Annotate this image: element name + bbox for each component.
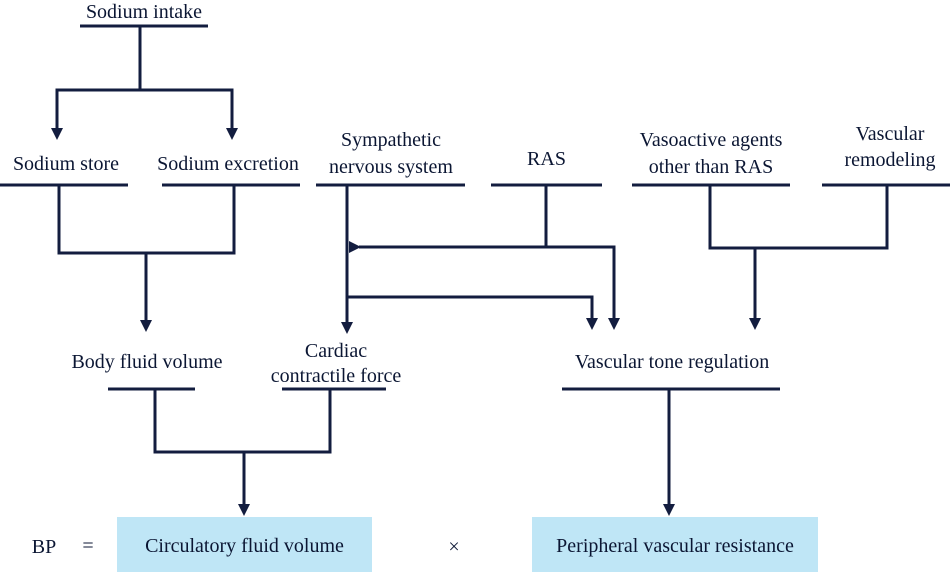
node-sympathetic-line2: nervous system — [329, 156, 453, 178]
node-vasoactive-line2: other than RAS — [648, 156, 774, 178]
equation-bp: BP — [31, 536, 57, 558]
arrow-to-peripheral-resistance — [663, 504, 675, 516]
node-vasoactive-line1: Vasoactive agents — [639, 129, 783, 151]
equation-times: × — [448, 536, 460, 558]
node-remodeling-line1: Vascular — [855, 123, 925, 145]
equation-equals: = — [82, 535, 94, 557]
circulatory-fluid-volume-label: Circulatory fluid volume — [145, 535, 344, 557]
node-remodeling-line2: remodeling — [844, 149, 936, 171]
node-sodium-intake: Sodium intake — [85, 1, 203, 23]
node-sympathetic-line1: Sympathetic — [341, 129, 441, 151]
node-vascular-tone-regulation: Vascular tone regulation — [574, 351, 770, 373]
ras-to-sympathetic-connector — [359, 245, 616, 320]
volume-merge-connector — [153, 389, 332, 454]
arrow-ras-to-vascular-tone — [608, 318, 620, 330]
arrow-to-sodium-excretion — [226, 128, 238, 140]
sodium-split-connector — [55, 88, 234, 130]
arrow-to-circulatory-fluid-volume — [238, 504, 250, 516]
vasoactive-merge-connector — [708, 185, 889, 250]
arrow-sympathetic-to-vascular-tone — [586, 318, 598, 330]
arrow-to-sodium-store — [51, 128, 63, 140]
node-body-fluid-volume: Body fluid volume — [71, 351, 223, 373]
node-cardiac-line2: contractile force — [270, 365, 402, 387]
node-sodium-store: Sodium store — [12, 153, 120, 175]
arrow-to-body-fluid-volume — [140, 320, 152, 332]
peripheral-vascular-resistance-label: Peripheral vascular resistance — [556, 535, 794, 557]
node-ras: RAS — [527, 148, 566, 170]
arrow-vasoactive-to-vascular-tone — [749, 318, 761, 330]
sodium-merge-connector — [57, 185, 236, 255]
node-cardiac-line1: Cardiac — [304, 340, 368, 362]
circulatory-fluid-volume-box: Circulatory fluid volume — [117, 517, 372, 572]
arrow-ras-to-sympathetic — [349, 241, 361, 253]
node-sodium-excretion: Sodium excretion — [157, 153, 299, 175]
peripheral-vascular-resistance-box: Peripheral vascular resistance — [532, 517, 818, 572]
arrow-to-cardiac — [341, 322, 353, 334]
sympathetic-to-vascular-connector — [347, 295, 594, 320]
